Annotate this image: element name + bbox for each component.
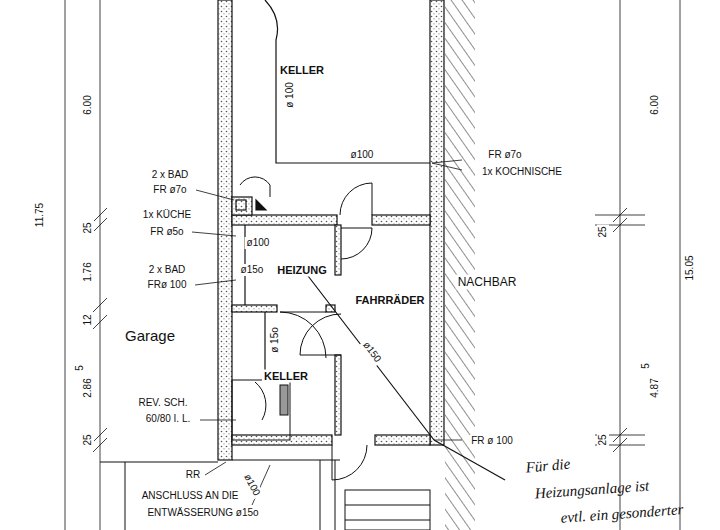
dimension-text: 5	[74, 363, 86, 373]
handwritten-note: evtl. ein gesonderter	[558, 501, 686, 527]
room-label: Garage	[123, 327, 177, 345]
dimension-text: 1.76	[82, 260, 94, 283]
pipe-label: ENTWÄSSERUNG ø15o	[145, 507, 260, 519]
room-label: KELLER	[278, 64, 326, 77]
room-name: Garage	[123, 327, 177, 345]
dimension-text: 25	[82, 220, 94, 235]
room-label: FAHRRÄDER	[353, 294, 426, 307]
pipe-label: 1x KÜCHE	[141, 209, 193, 221]
dimension-text: 2.86	[82, 376, 94, 399]
doors	[240, 177, 372, 480]
leader-lines	[192, 160, 462, 505]
pipe-label: FR ø 100	[469, 435, 515, 447]
dimension-text: ø 100	[284, 80, 296, 110]
pipe-label: 2 x BAD	[150, 169, 191, 181]
pipe-label: 1x KOCHNISCHE	[480, 166, 564, 178]
pipe-label: ø100	[240, 470, 263, 499]
handwritten-note: Für die	[523, 455, 573, 476]
pipe-label: REV. SCH.	[136, 397, 189, 409]
dimension-text: 6.00	[82, 93, 94, 116]
room-name: HEIZUNG	[275, 264, 329, 277]
dimension-text: 12	[82, 312, 94, 327]
pipe-label: ø150	[359, 338, 385, 367]
dimension-lines	[65, 0, 680, 530]
room-name: KELLER	[278, 64, 326, 77]
walls	[218, 0, 444, 460]
pipe-label: FR ø7o	[486, 149, 523, 161]
room-name: KELLER	[262, 370, 310, 383]
dimension-text: 6.00	[649, 93, 661, 116]
dimension-text: 25	[82, 432, 94, 447]
dimension-text: 25	[597, 224, 609, 239]
dimension-text: 11.75	[34, 201, 46, 229]
room-label: HEIZUNG	[275, 264, 329, 277]
pipe-label: ø100	[245, 237, 272, 249]
pipe-label: ANSCHLUSS AN DIE	[140, 490, 241, 502]
neighbour-hatch	[445, 0, 475, 530]
room-label: KELLER	[262, 370, 310, 383]
dimension-text: ø 15o	[269, 325, 281, 355]
pipes	[236, 0, 505, 480]
pipe-label: FR ø7o	[151, 184, 188, 196]
dimension-text: 4.87	[649, 376, 661, 399]
pipe-label: 2 x BAD	[147, 264, 188, 276]
room-label: NACHBAR	[456, 275, 519, 290]
room-name: FAHRRÄDER	[353, 294, 426, 307]
lower-structures	[100, 380, 430, 530]
pipe-label: RR	[184, 469, 202, 481]
pipe-label: FRø 100	[146, 279, 189, 291]
dimension-text: 25	[597, 432, 609, 447]
dimension-text: 5	[640, 361, 652, 371]
pipe-label: ø100	[349, 149, 376, 161]
room-name: NACHBAR	[456, 275, 519, 290]
pipe-label: FR ø5o	[148, 226, 185, 238]
handwritten-note: Heizungsanlage ist	[532, 477, 651, 502]
pipe-label: 60/80 I. L.	[144, 413, 192, 425]
pipe-label: ø15o	[239, 264, 266, 276]
dimension-text: 15.05	[684, 253, 696, 282]
